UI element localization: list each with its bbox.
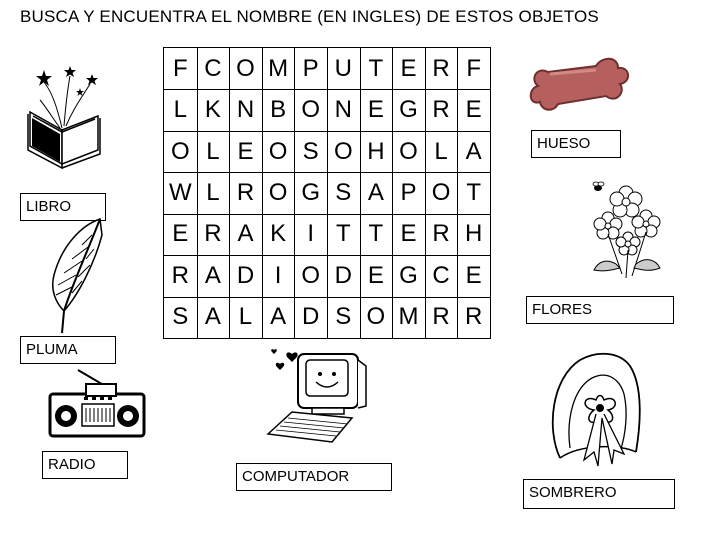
label-computador: COMPUTADOR	[236, 463, 392, 491]
grid-letter[interactable]: O	[236, 54, 255, 82]
grid-letter[interactable]: H	[465, 220, 483, 248]
grid-letter[interactable]: N	[236, 96, 255, 124]
label-libro: LIBRO	[20, 193, 106, 221]
grid-letter[interactable]: C	[432, 261, 450, 289]
grid-letter[interactable]: A	[270, 303, 287, 331]
grid-letter[interactable]: M	[398, 303, 419, 331]
grid-letter[interactable]: O	[301, 261, 321, 289]
grid-letter[interactable]: F	[172, 54, 188, 82]
grid-col-line	[327, 48, 328, 338]
grid-col-line	[392, 48, 394, 338]
grid-letter[interactable]: L	[173, 96, 187, 124]
grid-letter[interactable]: R	[171, 261, 189, 289]
book-icon	[27, 66, 101, 170]
grid-letter[interactable]: G	[301, 178, 321, 206]
grid-col-line	[359, 48, 361, 338]
grid-col-line	[196, 48, 198, 338]
grid-letter[interactable]: L	[206, 137, 220, 165]
computer-icon	[266, 349, 367, 443]
label-flores: FLORES	[526, 296, 674, 324]
grid-letter[interactable]: B	[270, 96, 287, 124]
radio-icon	[48, 369, 146, 438]
grid-letter[interactable]: R	[432, 303, 450, 331]
label-radio: RADIO	[42, 451, 128, 479]
grid-letter[interactable]: R	[236, 178, 255, 206]
grid-letter[interactable]: E	[367, 261, 384, 289]
grid-letter[interactable]: T	[368, 54, 384, 82]
grid-letter[interactable]: O	[268, 137, 288, 165]
grid-letter[interactable]: T	[466, 178, 482, 206]
grid-letter[interactable]: C	[204, 54, 222, 82]
grid-letter[interactable]: T	[368, 220, 384, 248]
grid-letter[interactable]: S	[302, 137, 319, 165]
grid-letter[interactable]: R	[465, 303, 483, 331]
grid-letter[interactable]: E	[400, 54, 417, 82]
grid-col-line	[229, 48, 231, 338]
grid-letter[interactable]: U	[334, 54, 352, 82]
grid-letter[interactable]: S	[335, 178, 352, 206]
grid-letter[interactable]: L	[206, 178, 220, 206]
grid-letter[interactable]: R	[432, 220, 450, 248]
label-pluma: PLUMA	[20, 336, 116, 364]
grid-letter[interactable]: G	[399, 96, 418, 124]
grid-letter[interactable]: O	[170, 137, 190, 165]
grid-letter[interactable]: F	[466, 54, 482, 82]
grid-letter[interactable]: K	[204, 96, 221, 124]
bone-icon	[529, 57, 629, 111]
page-title: BUSCA Y ENCUENTRA EL NOMBRE (EN INGLES) …	[20, 7, 599, 26]
grid-letter[interactable]: R	[432, 54, 450, 82]
grid-letter[interactable]: O	[301, 96, 321, 124]
grid-col-line	[261, 48, 263, 338]
grid-letter[interactable]: T	[335, 220, 351, 248]
grid-letter[interactable]: S	[172, 303, 189, 331]
grid-letter[interactable]: O	[431, 178, 451, 206]
grid-letter[interactable]: E	[465, 261, 482, 289]
grid-letter[interactable]: A	[465, 137, 482, 165]
grid-letter[interactable]: E	[172, 220, 189, 248]
label-hueso: HUESO	[531, 130, 621, 158]
grid-letter[interactable]: P	[302, 54, 319, 82]
flowers-icon	[592, 181, 661, 279]
grid-letter[interactable]: I	[307, 220, 315, 248]
grid-letter[interactable]: A	[204, 261, 221, 289]
grid-letter[interactable]: L	[238, 303, 253, 331]
grid-letter[interactable]: N	[334, 96, 352, 124]
grid-letter[interactable]: A	[237, 220, 254, 248]
grid-letter[interactable]: P	[400, 178, 417, 206]
grid-letter[interactable]: M	[268, 54, 289, 82]
grid-col-line	[424, 48, 426, 338]
grid-letter[interactable]: I	[274, 261, 282, 289]
grid-letter[interactable]: A	[367, 178, 384, 206]
grid-letter[interactable]: K	[270, 220, 287, 248]
hat-icon	[551, 352, 641, 467]
grid-letter[interactable]: O	[366, 303, 386, 331]
grid-letter[interactable]: W	[168, 178, 192, 206]
grid-letter[interactable]: E	[237, 137, 254, 165]
grid-letter[interactable]: E	[367, 96, 384, 124]
grid-letter[interactable]: G	[399, 261, 418, 289]
grid-letter[interactable]: O	[268, 178, 288, 206]
grid-letter[interactable]: R	[432, 96, 450, 124]
label-sombrero: SOMBRERO	[523, 479, 675, 509]
grid-letter[interactable]: D	[334, 261, 352, 289]
feather-icon	[52, 217, 103, 334]
grid-letter[interactable]: D	[236, 261, 255, 289]
grid-col-line	[294, 48, 296, 338]
grid-letter[interactable]: S	[335, 303, 352, 331]
grid-letter[interactable]: A	[204, 303, 221, 331]
grid-letter[interactable]: R	[204, 220, 222, 248]
grid-letter[interactable]: O	[399, 137, 418, 165]
grid-letter[interactable]: O	[333, 137, 353, 165]
grid-letter[interactable]: E	[400, 220, 417, 248]
grid-letter[interactable]: E	[465, 96, 482, 124]
grid-letter[interactable]: D	[302, 303, 320, 331]
grid-letter[interactable]: L	[434, 137, 448, 165]
grid-col-line	[457, 48, 459, 338]
grid-letter[interactable]: H	[367, 137, 385, 165]
